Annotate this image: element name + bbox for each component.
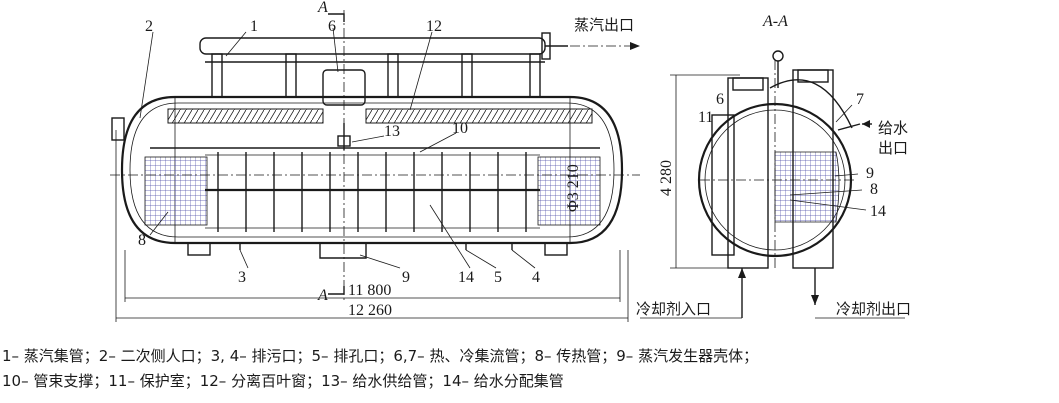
- coolant-inlet-label: 冷却剂入口: [636, 300, 711, 318]
- section-label-11: 11: [698, 109, 713, 126]
- label-10: 10: [452, 120, 468, 137]
- legend-line-1: 1– 蒸汽集管；2– 二次侧人口；3, 4– 排污口；5– 排孔口；6,7– 热…: [2, 347, 759, 365]
- section-label-7: 7: [856, 91, 864, 108]
- legend-line-2: 10– 管束支撑；11– 保护室；12– 分离百叶窗；13– 给水供给管；14–…: [2, 372, 564, 390]
- diameter-label: Φ3 210: [565, 164, 582, 212]
- label-13: 13: [384, 123, 400, 140]
- height-label: 4 280: [658, 160, 675, 196]
- label-12: 12: [426, 18, 442, 35]
- label-5: 5: [494, 269, 502, 286]
- label-9: 9: [402, 269, 410, 286]
- section-mark-bottom: A: [317, 287, 328, 304]
- section-mark-top: A: [317, 0, 328, 16]
- tube-supports: [217, 152, 527, 232]
- length-inner-label: 11 800: [348, 282, 391, 299]
- section-label-6: 6: [716, 91, 724, 108]
- steam-outlet-label: 蒸汽出口: [574, 16, 634, 34]
- section-view-labels: A-A 6 11 7 9 8 14 给水 出口 4 280 冷却剂入口 冷却剂出…: [636, 13, 911, 318]
- label-3: 3: [238, 269, 246, 286]
- section-label-9: 9: [866, 165, 874, 182]
- label-4: 4: [532, 269, 540, 286]
- coolant-outlet-label: 冷却剂出口: [836, 300, 911, 318]
- label-2: 2: [145, 18, 153, 35]
- steam-generator-drawing: 1 2 6 12 13 10 8 3 9 14 5 4 A A 蒸汽出口 Φ3 …: [110, 0, 911, 322]
- label-6: 6: [328, 18, 336, 35]
- side-view-labels: 1 2 6 12 13 10 8 3 9 14 5 4 A A 蒸汽出口 Φ3 …: [138, 0, 634, 319]
- length-outer-label: 12 260: [348, 302, 392, 319]
- side-view: [110, 10, 640, 322]
- separator-louver: [167, 108, 324, 124]
- feedwater-outlet-line1: 给水: [878, 119, 908, 137]
- label-14: 14: [458, 269, 474, 286]
- label-1: 1: [250, 18, 258, 35]
- section-label-14: 14: [870, 203, 886, 220]
- section-label-8: 8: [870, 181, 878, 198]
- section-view: [640, 50, 905, 319]
- tube-bundle-left: [144, 156, 208, 226]
- manway: [111, 117, 125, 141]
- label-8: 8: [138, 232, 146, 249]
- steam-header: [199, 37, 546, 55]
- protection-chamber: [711, 114, 735, 256]
- feedwater-outlet-line2: 出口: [878, 139, 908, 157]
- section-title: A-A: [762, 13, 788, 30]
